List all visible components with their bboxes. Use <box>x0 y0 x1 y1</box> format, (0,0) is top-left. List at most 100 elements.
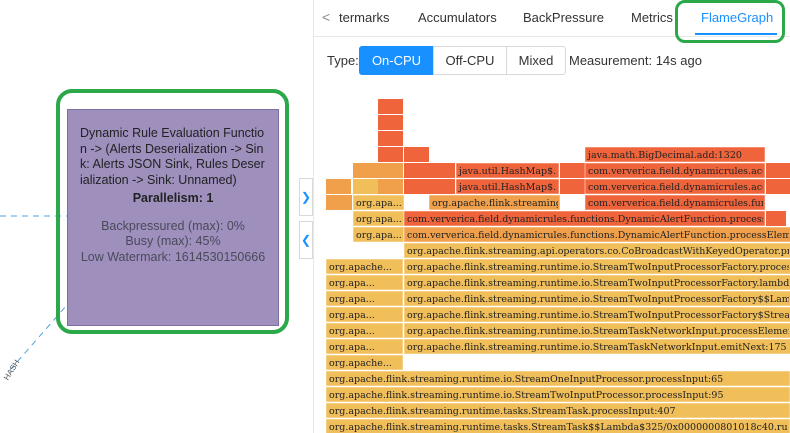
collapse-panel-button[interactable]: ❮ <box>299 221 313 259</box>
flame-frame[interactable]: org.apa... <box>352 194 405 211</box>
flame-frame-unlabeled[interactable] <box>378 163 403 178</box>
flame-frame-rect <box>403 226 790 243</box>
flame-frame-unlabeled[interactable] <box>766 179 790 194</box>
job-graph-canvas[interactable]: HASH Dynamic Rule Evaluation Function ->… <box>0 0 300 433</box>
node-name: Dynamic Rule Evaluation Function -> (Ale… <box>80 126 265 187</box>
flame-frame-rect <box>584 194 766 211</box>
flame-frame[interactable]: com.ververica.field.dynamicrules.func… <box>584 194 782 211</box>
type-label: Type: <box>327 53 359 68</box>
flame-frame-unlabeled[interactable] <box>404 179 429 194</box>
flame-frame-unlabeled[interactable] <box>353 163 378 178</box>
flame-frame-label: org.apache.flink.streaming.runtime.io.St… <box>407 294 790 305</box>
flame-frame[interactable]: org.apa... <box>325 338 404 355</box>
hash-edge <box>9 304 68 371</box>
flame-frame-label: org.apache.flink.streaming.runtime.io.St… <box>329 374 723 385</box>
flame-frame-rect <box>403 306 790 323</box>
flame-frame[interactable]: org.apache.flink.streaming.runtime.tasks… <box>325 402 790 419</box>
flame-frame-label: org.apa... <box>356 230 402 241</box>
tab-flamegraph[interactable]: FlameGraph <box>701 10 774 25</box>
panel-divider <box>313 0 314 433</box>
flame-frame-label: com.ververica.field.dynamicrules.functio… <box>407 230 790 241</box>
flame-frame-rect <box>325 258 404 275</box>
node-parallelism: Parallelism: 1 <box>132 191 214 205</box>
flame-frame-label: org.apache.flink.streaming.runtime.io.St… <box>407 342 787 353</box>
flame-frame[interactable]: java.util.HashMap$... <box>455 162 562 179</box>
tab-backpressure[interactable]: BackPressure <box>523 10 604 25</box>
flame-frame-rect <box>584 146 766 163</box>
flame-frame-unlabeled[interactable] <box>429 179 455 194</box>
flame-frame-rect <box>352 194 405 211</box>
flame-frame-rect <box>403 338 790 355</box>
flame-frame[interactable]: java.util.HashMap$... <box>455 178 562 195</box>
flame-frame[interactable]: com.ververica.field.dynamicrules.functio… <box>403 210 790 227</box>
flame-frame[interactable]: org.apache.flink.streaming.runtime.tasks… <box>428 194 727 211</box>
flame-frame-unlabeled[interactable] <box>378 131 403 146</box>
flame-frame-unlabeled[interactable] <box>378 179 403 194</box>
flame-frame-unlabeled[interactable] <box>560 179 585 194</box>
flame-frame-label: java.math.BigDecimal.add:1320 <box>587 150 742 161</box>
flame-frame-rect <box>584 162 766 179</box>
flame-frame[interactable]: org.apache.flink.streaming.runtime.io.St… <box>325 370 790 387</box>
flame-frame[interactable]: org.apache.flink.streaming.runtime.io.St… <box>403 306 790 323</box>
flame-frame[interactable]: org.apa... <box>325 290 404 307</box>
flame-frame[interactable]: org.apa... <box>325 306 404 323</box>
flame-frame[interactable]: org.apache.flink.streaming.api.operators… <box>403 242 790 259</box>
flame-frame[interactable]: org.apa... <box>325 322 404 339</box>
flame-frame[interactable]: org.apache.flink.streaming.runtime.io.St… <box>403 290 790 307</box>
tab-highlight <box>675 0 785 43</box>
type-off-cpu-button[interactable]: Off-CPU <box>433 46 507 75</box>
flame-frame[interactable]: java.math.BigDecimal.add:1320 <box>584 146 766 163</box>
flame-frame[interactable]: org.apache.flink.streaming.runtime.tasks… <box>325 418 790 433</box>
flame-frame-unlabeled[interactable] <box>326 179 351 194</box>
flame-frame-label: org.apache.flink.streaming.api.operators… <box>407 246 790 257</box>
flame-frame-rect <box>428 194 561 211</box>
flame-frame[interactable]: org.apache.flink.streaming.runtime.io.St… <box>403 274 790 291</box>
flame-frame-unlabeled[interactable] <box>378 115 403 130</box>
flame-frame-label: org.apa... <box>329 294 375 305</box>
flame-frame-rect <box>403 242 790 259</box>
node-highlight <box>56 89 289 334</box>
flame-frame-label: org.apache.flink.streaming.runtime.io.St… <box>407 326 790 337</box>
flame-frame[interactable]: com.ververica.field.dynamicrules.accu… <box>584 178 783 195</box>
tab-metrics[interactable]: Metrics <box>631 10 673 25</box>
flame-frame-label: com.ververica.field.dynamicrules.functio… <box>407 214 790 225</box>
expand-panel-button[interactable]: ❯ <box>299 178 313 216</box>
operator-node[interactable]: Dynamic Rule Evaluation Function -> (Ale… <box>67 109 279 326</box>
flame-frame-unlabeled[interactable] <box>378 147 403 162</box>
flame-frame[interactable]: org.apa... <box>352 210 405 227</box>
flame-frame-label: java.util.HashMap$... <box>458 182 562 193</box>
flame-frame[interactable]: org.apache.flink.streaming.runtime.io.St… <box>403 258 790 275</box>
flame-frame-unlabeled[interactable] <box>353 179 378 194</box>
flame-frame-unlabeled[interactable] <box>766 163 790 178</box>
type-mixed-button[interactable]: Mixed <box>506 46 566 75</box>
flame-frame[interactable]: org.apa... <box>325 274 404 291</box>
flame-frame-label: com.ververica.field.dynamicrules.func… <box>588 198 782 209</box>
flame-frame[interactable]: org.apache.flink.streaming.runtime.io.St… <box>403 322 790 339</box>
flame-frame-unlabeled[interactable] <box>326 195 352 210</box>
flame-frame-rect <box>325 274 404 291</box>
tab-watermarks[interactable]: termarks <box>339 10 390 25</box>
flame-frame-label: org.apache... <box>329 358 392 369</box>
flame-frame-unlabeled[interactable] <box>766 211 786 226</box>
flame-frame[interactable]: org.apache.flink.streaming.runtime.io.St… <box>325 386 790 403</box>
flame-frame[interactable]: org.apache.flink.streaming.runtime.io.St… <box>403 338 790 355</box>
flame-frame[interactable]: com.ververica.field.dynamicrules.functio… <box>403 226 790 243</box>
flame-frame-unlabeled[interactable] <box>429 163 455 178</box>
flame-frame-unlabeled[interactable] <box>560 163 585 178</box>
flame-frame-label: java.util.HashMap$... <box>458 166 562 177</box>
flame-frame[interactable]: com.ververica.field.dynamicrules.accu… <box>584 162 783 179</box>
flame-frame[interactable]: org.apa... <box>352 226 405 243</box>
flame-frame-unlabeled[interactable] <box>404 147 429 162</box>
type-on-cpu-button[interactable]: On-CPU <box>359 46 434 75</box>
flame-frame-unlabeled[interactable] <box>404 163 429 178</box>
node-backpressured: Backpressured (max): 0% <box>101 218 245 233</box>
tab-accumulators[interactable]: Accumulators <box>418 10 497 25</box>
tab-scroll-left-icon[interactable]: < <box>322 9 331 25</box>
flame-frame[interactable]: org.apache... <box>325 258 404 275</box>
flame-frame-rect <box>325 322 404 339</box>
flame-frame-label: com.ververica.field.dynamicrules.accu… <box>588 166 783 177</box>
flame-frame-unlabeled[interactable] <box>378 99 403 114</box>
node-watermark: Low Watermark: 1614530150666 <box>80 249 266 264</box>
flame-frame[interactable]: org.apache... <box>325 354 404 371</box>
node-busy: Busy (max): 45% <box>125 234 221 248</box>
